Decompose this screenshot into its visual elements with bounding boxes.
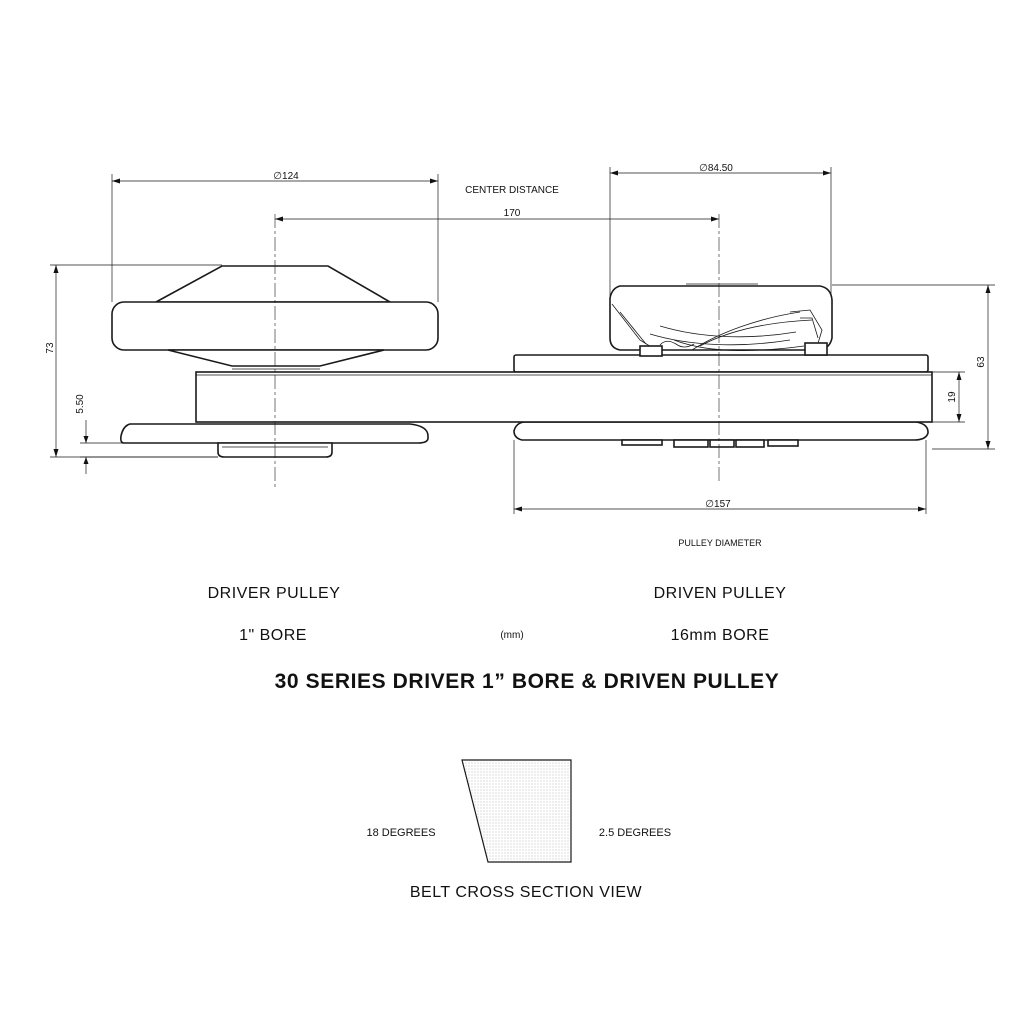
pulley-diameter-value: ∅157 bbox=[705, 499, 731, 510]
driven-pulley-label: DRIVEN PULLEY bbox=[654, 585, 787, 602]
drawing-title: 30 SERIES DRIVER 1” BORE & DRIVEN PULLEY bbox=[275, 670, 780, 693]
units-label: (mm) bbox=[500, 630, 523, 641]
belt-section-shape bbox=[461, 759, 572, 863]
dim-driver-diameter: ∅124 bbox=[111, 171, 439, 302]
pulley-diameter-label: PULLEY DIAMETER bbox=[678, 538, 762, 548]
dim-driven-height: 63 bbox=[832, 284, 995, 450]
driver-hub-text: 5.50 bbox=[75, 394, 86, 414]
center-distance-value: 170 bbox=[504, 208, 521, 219]
driven-diameter-text: ∅84.50 bbox=[699, 163, 733, 174]
dim-belt-width: 19 bbox=[932, 371, 965, 423]
driver-bore-label: 1" BORE bbox=[239, 627, 307, 644]
right-angle-label: 2.5 DEGREES bbox=[599, 827, 671, 839]
belt-cross-section: 18 DEGREES 2.5 DEGREES BELT CROSS SECTIO… bbox=[366, 759, 671, 901]
belt-band bbox=[195, 371, 933, 423]
dim-driver-hub: 5.50 bbox=[75, 394, 218, 474]
driver-height-text: 73 bbox=[45, 342, 56, 354]
dim-driven-diameter: ∅84.50 bbox=[609, 163, 832, 296]
driver-diameter-text: ∅124 bbox=[273, 171, 299, 182]
dim-center-distance: CENTER DISTANCE 170 bbox=[275, 185, 719, 222]
driven-pulley-drawing bbox=[513, 283, 929, 448]
driven-bore-label: 16mm BORE bbox=[671, 627, 770, 644]
left-angle-label: 18 DEGREES bbox=[366, 827, 435, 839]
driver-pulley-drawing bbox=[111, 265, 439, 458]
center-distance-label: CENTER DISTANCE bbox=[465, 185, 559, 196]
dim-pulley-diameter: ∅157 PULLEY DIAMETER bbox=[513, 440, 927, 548]
driven-height-text: 63 bbox=[976, 356, 987, 368]
belt-section-caption: BELT CROSS SECTION VIEW bbox=[410, 884, 643, 901]
driver-pulley-label: DRIVER PULLEY bbox=[208, 585, 341, 602]
belt-width-text: 19 bbox=[947, 391, 958, 403]
